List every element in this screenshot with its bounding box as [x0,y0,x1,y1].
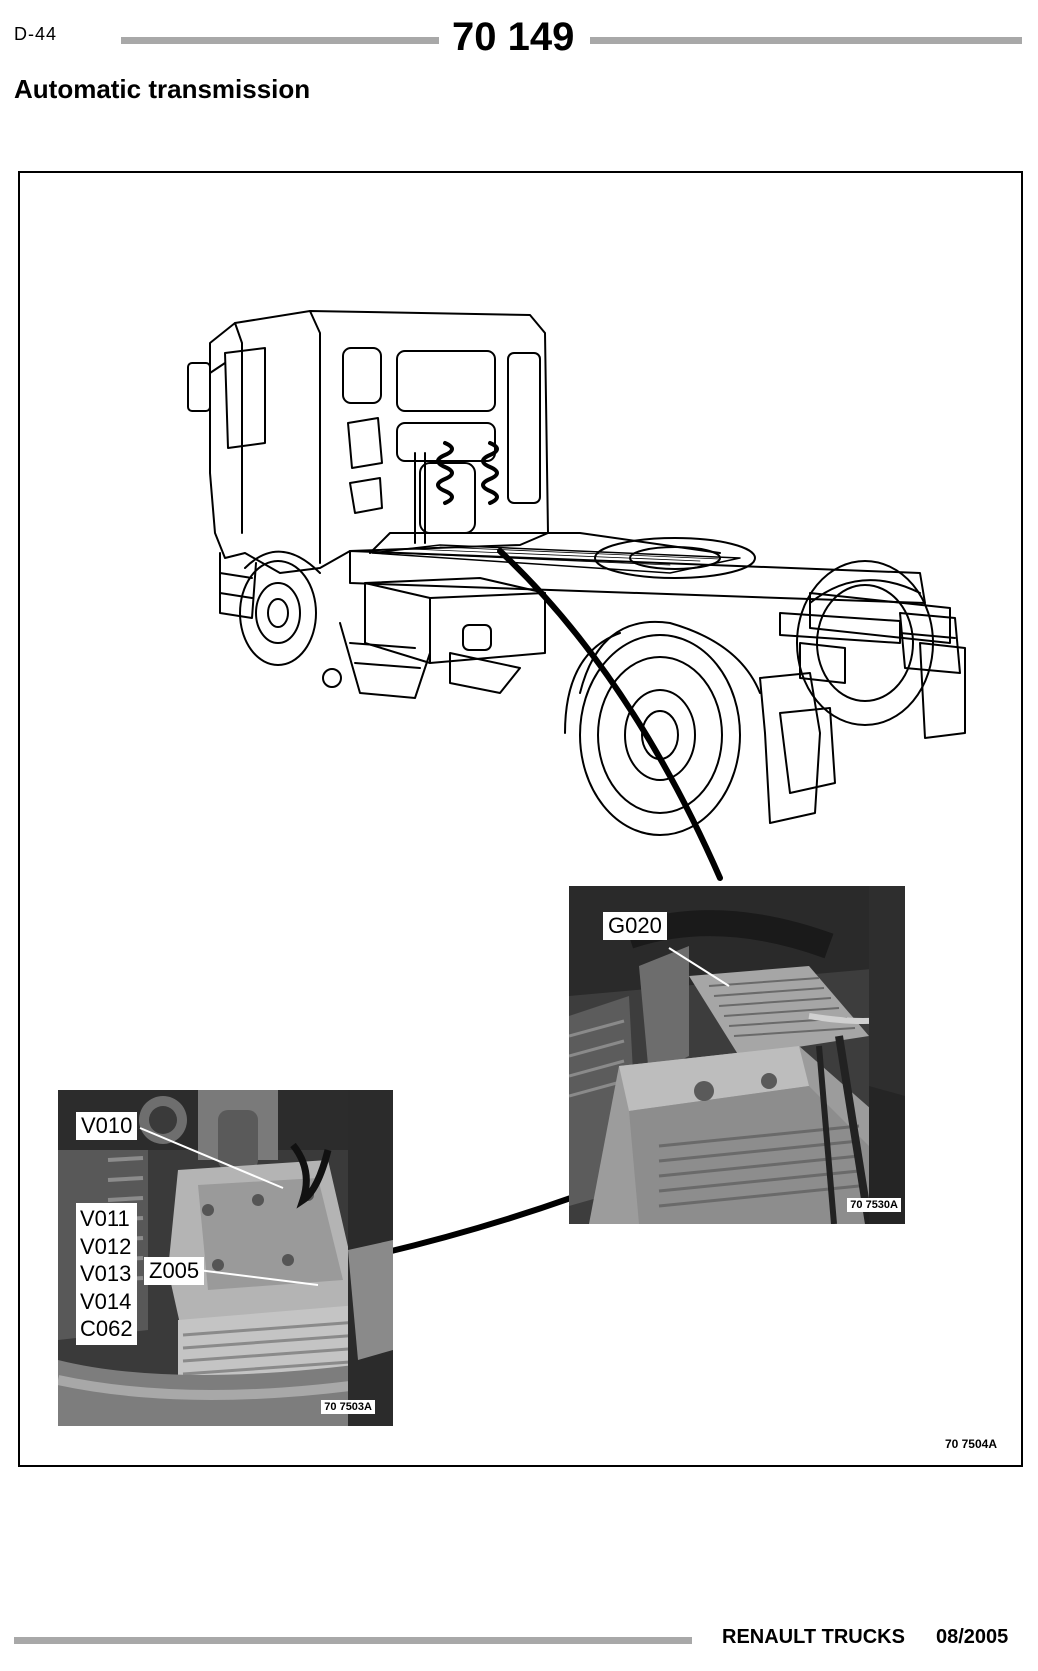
gearbox-photo: G020 70 7530A [569,886,905,1224]
gearbox-photo-ref: 70 7530A [847,1198,901,1212]
label-stack-connectors: V011 V012 V013 V014 C062 [76,1203,137,1345]
page-number: 70 149 [452,15,575,59]
page-code: D-44 [14,24,58,44]
footer-rule [14,1637,692,1644]
footer-date: 08/2005 [936,1626,1009,1648]
header-rule-right [590,37,1022,44]
label-v010: V010 [76,1112,138,1140]
figure-ref: 70 7504A [944,1437,997,1451]
label-v012: V012 [80,1233,132,1259]
engine-photo: V010 V011 V012 V013 V014 C062 Z005 70 75… [58,1090,393,1426]
section-title: Automatic transmission [14,74,311,104]
figure-frame: G020 70 7530A [18,171,1023,1467]
truck-drawing [187,310,966,1258]
label-v014: V014 [80,1288,132,1314]
header-rule-left [121,37,439,44]
label-z005: Z005 [144,1257,205,1285]
label-v011: V011 [80,1206,130,1231]
label-v013: V013 [80,1261,132,1286]
label-c062: C062 [80,1316,133,1341]
label-g020: G020 [603,912,667,940]
footer-brand: RENAULT TRUCKS [722,1626,905,1648]
engine-photo-ref: 70 7503A [321,1400,375,1414]
